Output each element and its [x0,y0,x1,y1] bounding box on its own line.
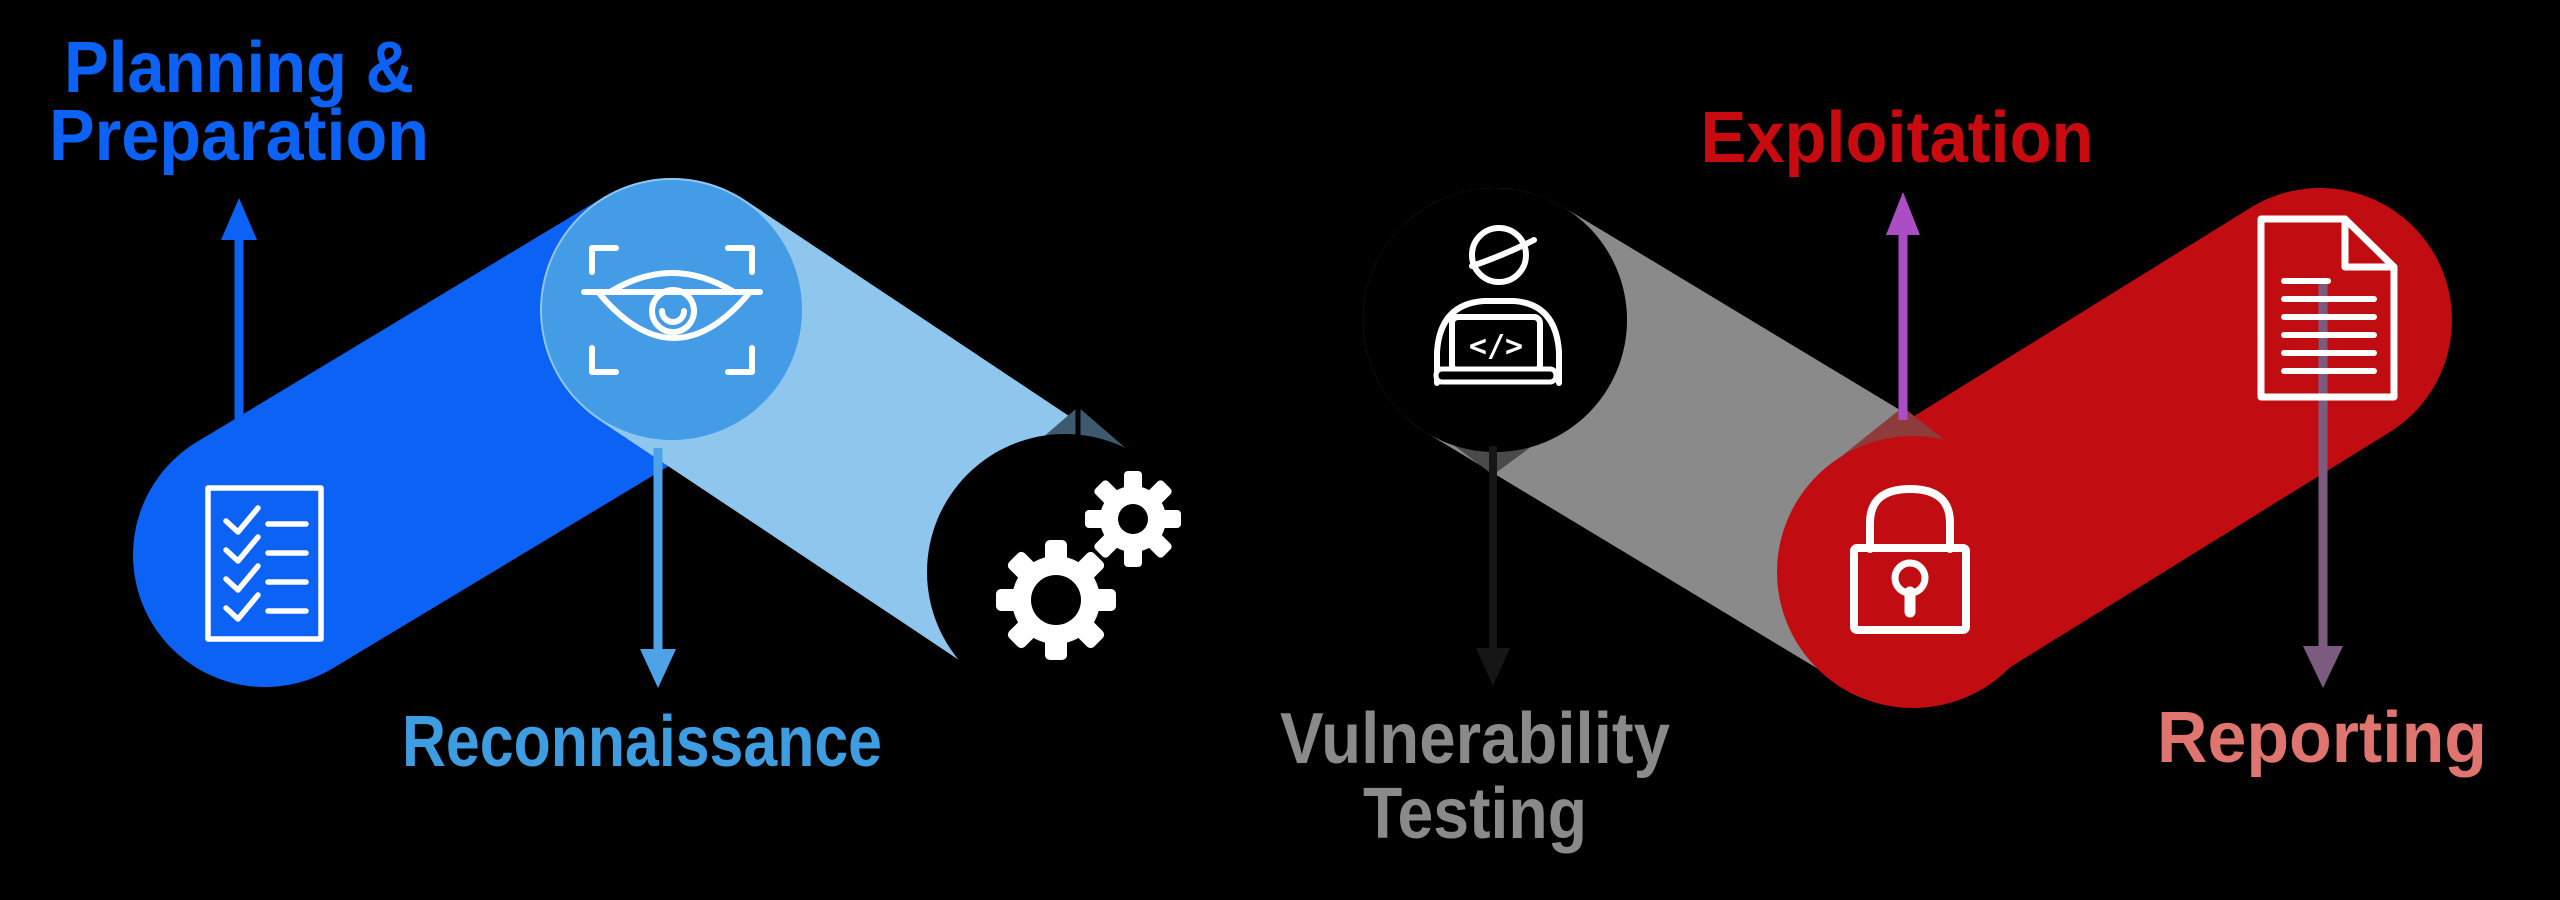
head [1469,225,1529,285]
arrow-reconnaissance [640,448,676,688]
arrow-vulnerability-testing [1476,446,1510,686]
bracket-top-left [589,245,619,275]
eye-lower-lid [595,289,753,341]
gear-small [1085,471,1181,567]
arrowhead-up-icon [1886,192,1920,235]
label-vulnerability-line1: Vulnerability [1280,699,1670,779]
eye-pupil [659,308,687,325]
bracket-bottom-right [725,345,755,375]
bracket-bottom-left [589,345,619,375]
body [1434,298,1562,386]
shackle [1866,485,1954,553]
eye-upper-lid [607,270,737,295]
page [2257,215,2398,401]
phase-labels: Planning & Preparation Reconnaissance Vu… [49,28,2487,854]
gear-large [996,540,1116,660]
document-icon [2257,215,2398,401]
label-exploitation: Exploitation [1701,98,2094,178]
arrowhead-down-icon [2303,646,2343,688]
arrow-planning [221,198,257,428]
right-chevron: </> [1363,188,2452,708]
arrowhead-up-icon [221,198,257,240]
left-chevron [133,178,1203,710]
page-lines [2281,278,2377,374]
hair-fringe [1469,237,1537,269]
reconnaissance-circle [542,180,802,440]
laptop-code-text: </> [1469,329,1523,364]
lock-body [1850,544,1970,634]
hacker-laptop-icon: </> [1433,225,1562,386]
bracket-top-right [725,245,755,275]
arrowhead-down-icon [640,649,676,688]
eye-scan-icon [581,245,763,375]
label-reporting: Reporting [2157,698,2487,778]
eye-iris [649,287,697,335]
gears-icon [996,471,1181,660]
label-planning-line1: Planning & [64,28,414,108]
laptop-base [1433,366,1559,385]
exploitation-circle [1777,436,2049,708]
label-reconnaissance: Reconnaissance [402,702,882,782]
arrow-reporting [2303,284,2343,688]
arrowhead-down-icon [1476,648,1510,686]
label-planning-line2: Preparation [49,96,429,176]
padlock-icon [1850,485,1970,634]
label-vulnerability-line2: Testing [1363,774,1587,854]
checklist-icon [205,485,324,642]
arrow-exploitation [1886,192,1920,420]
folded-corner [2341,215,2398,271]
